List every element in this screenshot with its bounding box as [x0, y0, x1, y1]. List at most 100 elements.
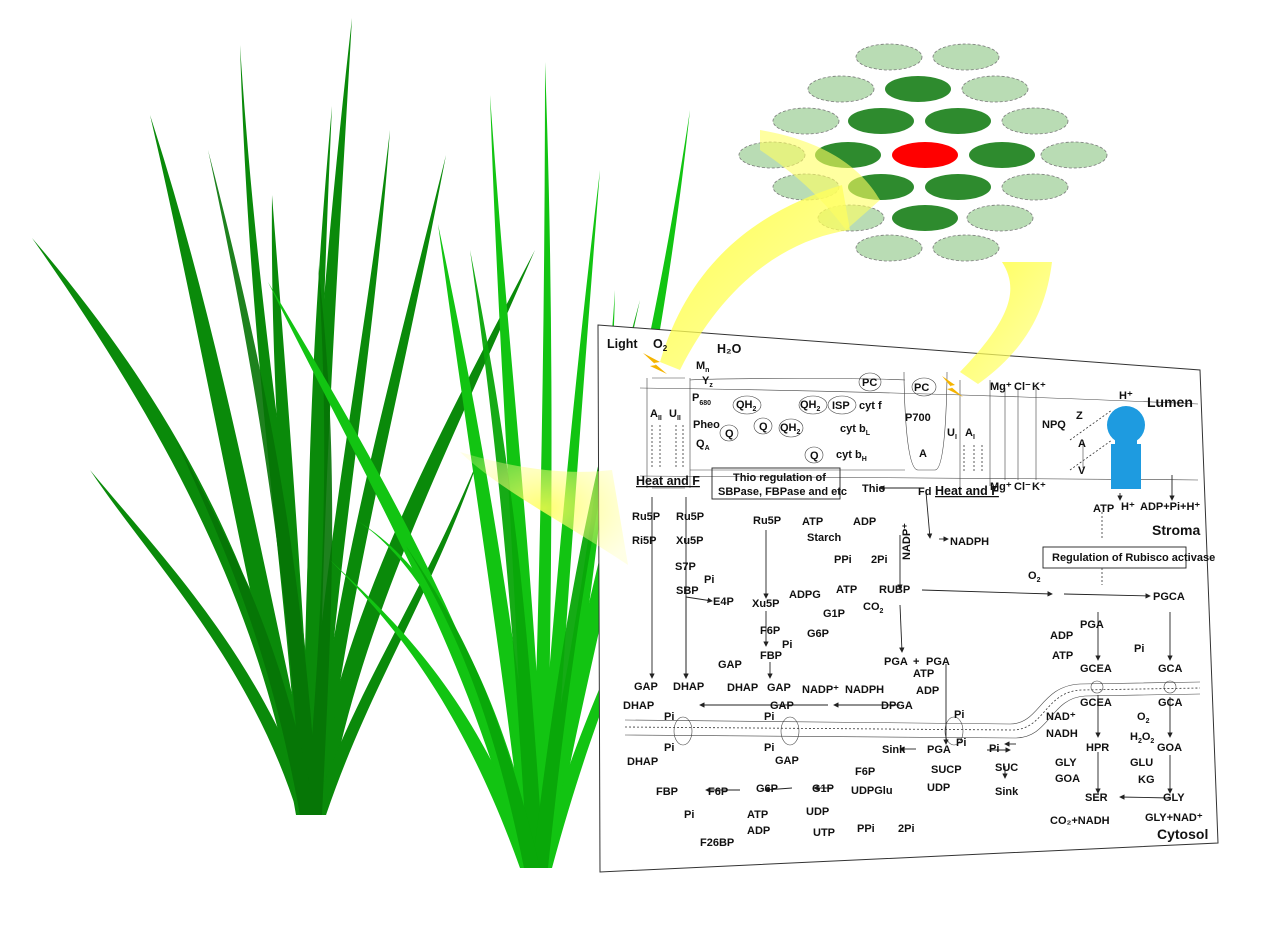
svg-text:ADP: ADP — [1050, 630, 1073, 642]
svg-text:GCEA: GCEA — [1080, 697, 1112, 709]
h2o-label: H₂O — [717, 342, 742, 356]
svg-text:CO2: CO2 — [863, 601, 884, 615]
p680-label: P680 — [692, 392, 711, 407]
svg-text:GCA: GCA — [1158, 697, 1183, 709]
svg-text:GOA: GOA — [1055, 773, 1080, 785]
v-label: V — [1078, 465, 1086, 477]
cytosol-labels: DHAP Pi Pi DHAP Pi Pi GAP Pi Pi Sink PGA… — [623, 700, 1208, 849]
pc-label-1: PC — [862, 377, 877, 389]
q-label-1: Q — [725, 428, 734, 440]
light-label: Light — [607, 337, 638, 351]
svg-text:Xu5P: Xu5P — [676, 535, 704, 547]
cytosol-label: Cytosol — [1157, 826, 1208, 842]
svg-text:FBP: FBP — [760, 650, 782, 662]
svg-text:S7P: S7P — [675, 561, 696, 573]
svg-text:Pi: Pi — [764, 711, 774, 723]
svg-text:UDP: UDP — [927, 782, 950, 794]
atp-synthase — [1107, 406, 1145, 489]
light-beams — [460, 130, 1052, 565]
svg-text:F26BP: F26BP — [700, 837, 734, 849]
svg-text:ATP: ATP — [836, 584, 857, 596]
svg-text:ADP: ADP — [916, 685, 939, 697]
heat-f-label-1: Heat and F — [636, 474, 700, 488]
rubisco-box-label: Regulation of Rubisco activase — [1052, 552, 1215, 564]
thio-box-line-1: Thio regulation of — [733, 472, 826, 484]
svg-text:UTP: UTP — [813, 827, 835, 839]
svg-text:Sink: Sink — [995, 786, 1019, 798]
a-cycle-label: A — [1078, 438, 1086, 450]
qh2-label-2: QH2 — [800, 399, 821, 413]
svg-text:Starch: Starch — [807, 532, 842, 544]
svg-text:NAD⁺: NAD⁺ — [1046, 711, 1076, 723]
svg-text:GLY+NAD⁺: GLY+NAD⁺ — [1145, 812, 1203, 824]
atp-label: ATP — [1093, 503, 1114, 515]
svg-text:DHAP: DHAP — [727, 682, 758, 694]
pheo-label: Pheo — [693, 419, 720, 431]
o2-label: O2 — [653, 337, 668, 353]
p700-label: P700 — [905, 412, 931, 424]
svg-text:G1P: G1P — [812, 783, 834, 795]
qh2-label-1: QH2 — [736, 399, 757, 413]
svg-text:O2: O2 — [1137, 711, 1150, 725]
svg-text:F6P: F6P — [760, 625, 780, 637]
svg-text:2Pi: 2Pi — [898, 823, 915, 835]
svg-text:NADP⁺: NADP⁺ — [802, 684, 839, 696]
adp-pi-h-label: ADP+Pi+H⁺ — [1140, 501, 1200, 513]
svg-text:Pi: Pi — [954, 709, 964, 721]
svg-text:GLY: GLY — [1163, 792, 1185, 804]
svg-text:PGA: PGA — [927, 744, 951, 756]
cl-label-bottom: Cl⁻ — [1014, 481, 1031, 493]
svg-text:PGA: PGA — [1080, 619, 1104, 631]
svg-text:+: + — [913, 656, 919, 668]
a-label: A — [919, 448, 927, 460]
svg-text:ATP: ATP — [1052, 650, 1073, 662]
svg-text:G6P: G6P — [807, 628, 829, 640]
photorespiration-labels: O2 PGA PGCA ADP ATP Pi GCEA GCA GCEA GCA… — [1028, 570, 1203, 827]
metabolic-diagram — [597, 324, 1219, 873]
fd-label: Fd — [918, 486, 931, 498]
svg-text:DHAP: DHAP — [627, 756, 658, 768]
svg-text:GAP: GAP — [634, 681, 658, 693]
uII-label: UII — [669, 408, 681, 422]
svg-text:G6P: G6P — [756, 783, 778, 795]
svg-text:UDPGlu: UDPGlu — [851, 785, 893, 797]
svg-text:GLU: GLU — [1130, 757, 1153, 769]
svg-text:O2: O2 — [1028, 570, 1041, 584]
lumen-label: Lumen — [1147, 394, 1193, 410]
cytbl-label: cyt bL — [840, 423, 871, 437]
svg-text:DPGA: DPGA — [881, 700, 913, 712]
svg-text:E4P: E4P — [713, 596, 734, 608]
mn-label: Mn — [696, 360, 709, 374]
svg-text:F6P: F6P — [708, 786, 728, 798]
svg-text:UDP: UDP — [806, 806, 829, 818]
svg-text:DHAP: DHAP — [623, 700, 654, 712]
svg-text:RUBP: RUBP — [879, 584, 910, 596]
svg-text:Pi: Pi — [684, 809, 694, 821]
svg-text:NADH: NADH — [1046, 728, 1078, 740]
svg-text:HPR: HPR — [1086, 742, 1109, 754]
heat-f-label-2: Heat and F — [935, 484, 999, 498]
mg-label-top: Mg⁺ — [990, 381, 1012, 393]
svg-text:Pi: Pi — [764, 742, 774, 754]
svg-text:2Pi: 2Pi — [871, 554, 888, 566]
svg-text:ADP: ADP — [853, 516, 876, 528]
svg-text:SUCP: SUCP — [931, 764, 962, 776]
svg-text:KG: KG — [1138, 774, 1155, 786]
svg-text:Pi: Pi — [782, 639, 792, 651]
svg-text:Pi: Pi — [664, 711, 674, 723]
calvin-labels: Ru5P Ru5P Ri5P Xu5P S7P Pi SBP E4P Ru5P … — [632, 511, 950, 712]
cytf-label: cyt f — [859, 400, 882, 412]
canopy-leaf-array — [738, 43, 1108, 262]
k-label-top: K⁺ — [1032, 381, 1046, 393]
qa-label: QA — [696, 438, 710, 452]
svg-text:H2O2: H2O2 — [1130, 731, 1154, 745]
ui-label: UI — [947, 427, 957, 441]
thio-box-line-2: SBPase, FBPase and etc — [718, 486, 847, 498]
svg-text:G1P: G1P — [823, 608, 845, 620]
svg-text:CO₂+NADH: CO₂+NADH — [1050, 815, 1110, 827]
svg-text:ADP: ADP — [747, 825, 770, 837]
svg-text:Pi: Pi — [1134, 643, 1144, 655]
svg-text:PGA: PGA — [926, 656, 950, 668]
svg-text:GAP: GAP — [775, 755, 799, 767]
